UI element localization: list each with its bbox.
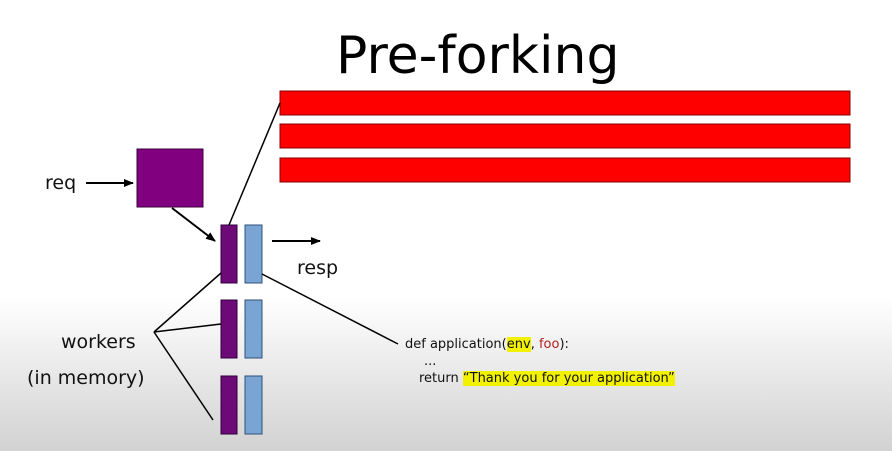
workers-label-line-1 — [153, 272, 222, 333]
worker-2-primary — [220, 299, 238, 359]
request-block — [136, 148, 204, 208]
worker-2-secondary — [244, 299, 263, 359]
workers-label: workers — [61, 331, 136, 353]
slide-title: Pre-forking — [336, 26, 620, 86]
workers-label-line-3 — [153, 331, 214, 421]
worker-3-secondary — [244, 375, 263, 435]
req-label: req — [45, 172, 77, 194]
dispatch-arrow — [171, 207, 216, 242]
resp-label: resp — [297, 257, 339, 279]
code-comma: , — [530, 337, 539, 352]
memory-bar-2 — [279, 123, 851, 149]
workers-label-line-2 — [153, 323, 222, 333]
in-memory-label: (in memory) — [27, 367, 145, 389]
code-def-suffix: ): — [559, 337, 569, 352]
worker-3-primary — [220, 375, 238, 435]
code-def-line: def application(env, foo): — [405, 337, 569, 353]
memory-bar-1 — [279, 90, 851, 116]
memory-bar-3 — [279, 157, 851, 183]
code-ellipsis-line: ... — [424, 354, 437, 369]
code-return-keyword: return — [419, 371, 463, 386]
worker-to-memory-line — [228, 102, 281, 226]
code-param-foo: foo — [538, 337, 560, 352]
code-return-value: “Thank you for your application” — [462, 371, 675, 386]
worker-to-code-line — [261, 273, 399, 345]
worker-1-secondary — [244, 224, 263, 284]
code-return-line: return “Thank you for your application” — [419, 371, 675, 387]
worker-1-primary — [220, 224, 238, 284]
code-def-prefix: def application( — [405, 337, 507, 352]
code-param-env: env — [506, 337, 531, 352]
